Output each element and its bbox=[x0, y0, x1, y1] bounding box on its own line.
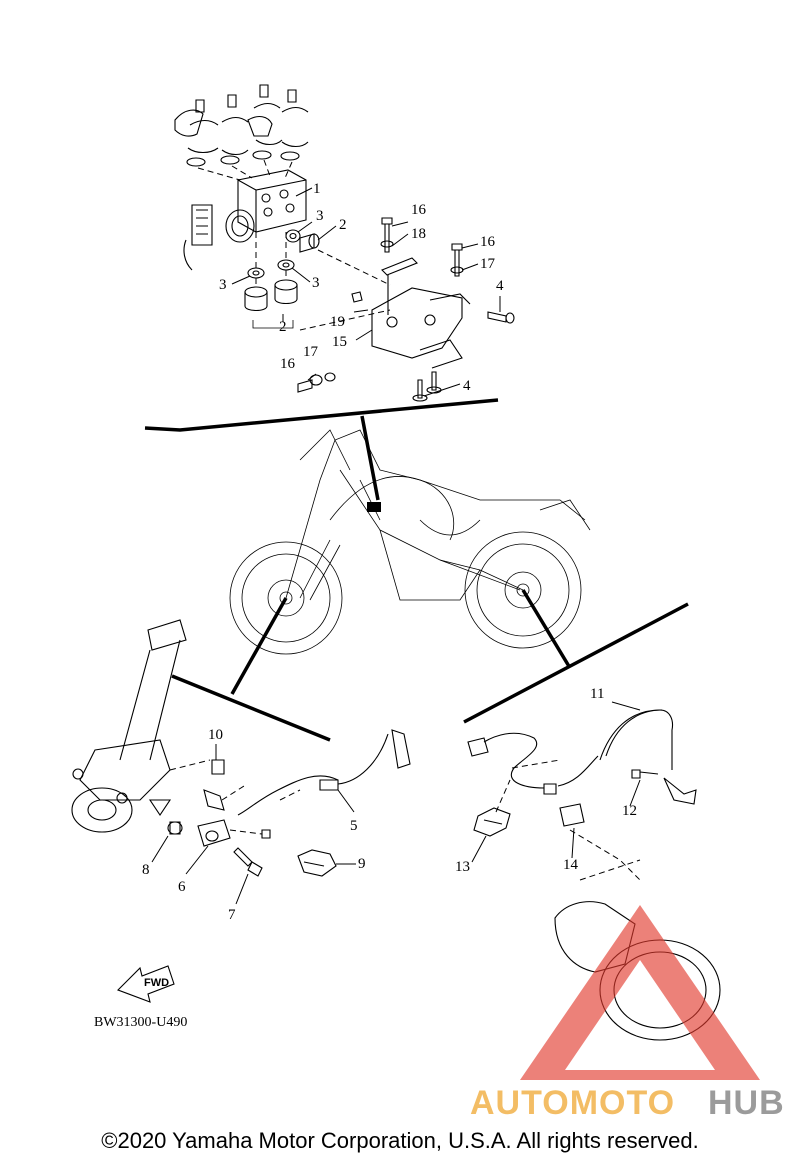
abs-unit-assembly bbox=[174, 84, 515, 402]
callout-9: 9 bbox=[358, 856, 366, 872]
part-callouts: 1 2 2 3 3 3 4 4 5 6 7 8 9 10 11 12 13 14… bbox=[142, 181, 637, 923]
copyright-notice: ©2020 Yamaha Motor Corporation, U.S.A. A… bbox=[101, 1128, 699, 1153]
motorcycle-outline bbox=[229, 429, 591, 655]
callout-3a: 3 bbox=[316, 208, 324, 224]
callout-17b: 17 bbox=[303, 344, 319, 360]
callout-3c: 3 bbox=[312, 275, 320, 291]
callout-11: 11 bbox=[590, 686, 604, 702]
callout-2a: 2 bbox=[339, 217, 347, 233]
callout-2b: 2 bbox=[279, 319, 287, 335]
callout-16c: 16 bbox=[280, 356, 296, 372]
callout-13: 13 bbox=[455, 859, 470, 875]
callout-5: 5 bbox=[350, 818, 358, 834]
diagram-code: BW31300-U490 bbox=[94, 1015, 187, 1030]
callout-7: 7 bbox=[228, 907, 236, 923]
callout-14: 14 bbox=[563, 857, 579, 873]
front-callout-line bbox=[171, 597, 331, 742]
callout-17a: 17 bbox=[480, 256, 496, 272]
callout-1: 1 bbox=[313, 181, 321, 197]
watermark-logo: AUTOMOTO HUB bbox=[470, 905, 785, 1122]
svg-text:FWD: FWD bbox=[144, 977, 169, 989]
abs-callout-line bbox=[144, 398, 499, 501]
fwd-arrow-icon: FWD bbox=[117, 965, 175, 1003]
front-sensor-assembly bbox=[71, 619, 411, 877]
callout-16a: 16 bbox=[411, 202, 427, 218]
callout-4b: 4 bbox=[463, 378, 471, 394]
callout-4a: 4 bbox=[496, 278, 504, 294]
callout-8: 8 bbox=[142, 862, 150, 878]
abs-location-mark bbox=[367, 502, 381, 512]
callout-19: 19 bbox=[330, 314, 345, 330]
callout-18: 18 bbox=[411, 226, 426, 242]
callout-6: 6 bbox=[178, 879, 186, 895]
callout-3b: 3 bbox=[219, 277, 227, 293]
callout-12: 12 bbox=[622, 803, 637, 819]
callout-15: 15 bbox=[332, 334, 347, 350]
svg-text:AUTOMOTO: AUTOMOTO bbox=[470, 1084, 675, 1122]
rear-callout-line bbox=[463, 589, 689, 724]
callout-10: 10 bbox=[208, 727, 223, 743]
svg-text:HUB: HUB bbox=[708, 1084, 785, 1122]
callout-16b: 16 bbox=[480, 234, 496, 250]
